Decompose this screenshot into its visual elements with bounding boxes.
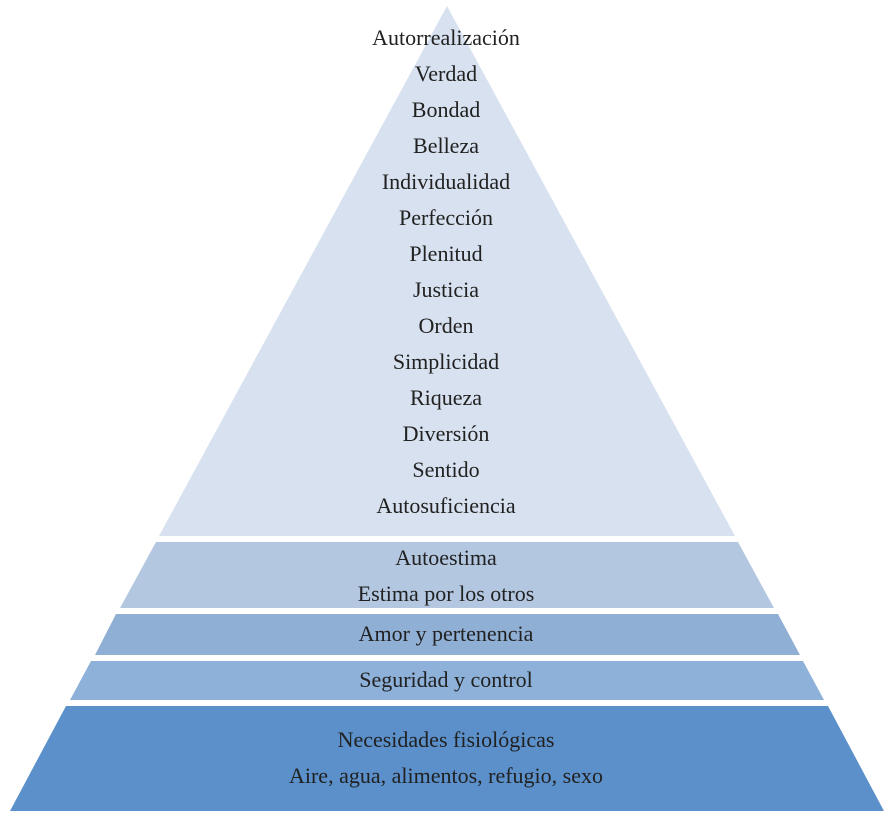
pyramid-level-label: Necesidades fisiológicas — [337, 727, 555, 752]
pyramid-level-label: Individualidad — [381, 169, 511, 194]
pyramid-level-label: Autorrealización — [372, 25, 520, 50]
pyramid-level-label: Belleza — [413, 133, 479, 158]
pyramid-level-5-labels: Necesidades fisiológicas Aire, agua, ali… — [0, 722, 892, 794]
pyramid-level-label: Seguridad y control — [359, 667, 533, 692]
pyramid-level-label: Aire, agua, alimentos, refugio, sexo — [288, 763, 603, 788]
pyramid-level-label: Sentido — [412, 457, 480, 482]
pyramid-level-label: Justicia — [413, 277, 479, 302]
pyramid-level-label: Autosuficiencia — [376, 493, 516, 518]
pyramid-level-5-shape — [10, 706, 884, 811]
pyramid-level-label: Estima por los otros — [357, 581, 535, 606]
pyramid-level-3-shape — [95, 614, 800, 655]
pyramid-level-label: Verdad — [414, 61, 478, 86]
pyramid-level-3-labels: Amor y pertenencia — [0, 616, 892, 652]
pyramid-level-4-shape — [70, 661, 824, 700]
pyramid-level-2-shape — [120, 542, 774, 608]
pyramid-level-1-labels: Autorrealización Verdad Bondad Belleza I… — [0, 20, 892, 524]
pyramid-level-label: Riqueza — [409, 385, 483, 410]
pyramid-level-label: Perfección — [398, 205, 494, 230]
pyramid-level-label: Bondad — [411, 97, 481, 122]
pyramid-level-label: Simplicidad — [392, 349, 500, 374]
pyramid-level-4-labels: Seguridad y control — [0, 662, 892, 698]
pyramid-level-2-labels: Autoestima Estima por los otros — [0, 540, 892, 612]
pyramid-level-label: Plenitud — [409, 241, 483, 266]
pyramid-level-label: Orden — [418, 313, 474, 338]
pyramid-level-label: Autoestima — [395, 545, 497, 570]
pyramid-level-label: Diversión — [402, 421, 490, 446]
pyramid-level-label: Amor y pertenencia — [358, 621, 534, 646]
